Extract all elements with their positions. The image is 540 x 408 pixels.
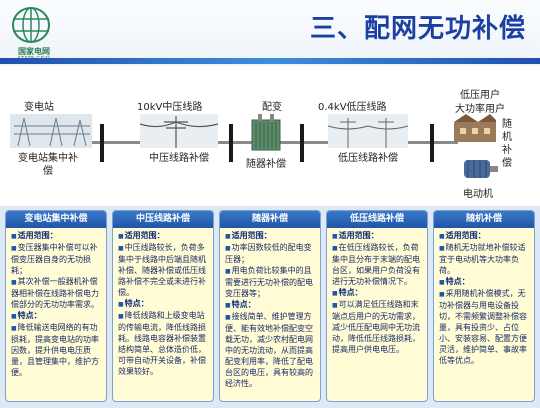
card-mv-line: 中压线路补偿 适用范围： 中压线路较长，负荷多集中于线路中后端且随机补偿、随器补…: [112, 210, 214, 402]
state-grid-logo: [12, 7, 50, 43]
stage-label-mv-line: 10kV中压线路: [137, 102, 203, 113]
card-feature-label: 特点：: [118, 298, 209, 310]
box-random-comp: 随机补偿: [502, 119, 512, 169]
box-lv-line-comp: 低压线路补偿: [338, 153, 398, 164]
line-break-3: [300, 124, 304, 162]
card-scope-item: 变压器集中补偿可以补偿变压器自身的无功损耗；: [11, 242, 102, 276]
card-feature-item: 可以满足低压线路和末端点后用户的无功需求，减少低压配电网中无功流动，降低低压线路…: [332, 299, 423, 355]
card-scope-item: 在低压线路较长，负荷集中且分布于末端的配电台区，如果用户负荷没有进行无功补偿情况…: [332, 242, 423, 287]
card-feature-label: 特点：: [332, 287, 423, 299]
line-break-2: [229, 124, 233, 162]
card-scope-label: 适用范围：: [11, 230, 102, 242]
card-feature-label: 特点：: [225, 299, 316, 311]
motor-icon: [464, 160, 498, 178]
stage-label-large-user: 大功率用户: [455, 104, 505, 115]
lv-line-illustration: [328, 114, 408, 148]
card-title: 中压线路补偿: [113, 211, 213, 228]
box-substation-comp: 变电站集中补偿: [18, 153, 78, 177]
card-title: 随器补偿: [220, 211, 320, 228]
card-title: 随机补偿: [434, 211, 534, 228]
card-title: 低压线路补偿: [327, 211, 427, 228]
card-feature-label: 特点：: [11, 310, 102, 322]
card-substation: 变电站集中补偿 适用范围： 变压器集中补偿可以补偿变压器自身的无功损耗； 其次补…: [5, 210, 107, 402]
card-scope-item: 中压线路较长，负荷多集中于线路中后端且随机补偿、随器补偿或低压线路补偿不完全或未…: [118, 242, 209, 298]
transformer-illustration: [251, 114, 281, 151]
card-transformer: 随器补偿 适用范围： 功率因数较低的配电变压器； 用电负荷比较集中的且需要进行无…: [219, 210, 321, 402]
stage-label-lv-user: 低压用户: [460, 90, 500, 101]
stage-label-substation: 变电站: [24, 102, 54, 113]
box-transformer-comp: 随器补偿: [246, 159, 286, 170]
card-feature-item: 降低线路和上级变电站的传输电流，降低线路损耗。线路电容器补偿装置结构简单、总体造…: [118, 310, 209, 377]
page-title: 三、配网无功补偿: [309, 14, 526, 44]
card-feature-item: 接线简单、维护管理方便、能有效地补偿配变空载无功，减少农村配电网中的无功流动，从…: [225, 311, 316, 389]
mv-line-illustration: [140, 114, 218, 148]
card-feature-item: 降低输送电网络的有功损耗，提高变电站的功率因数，提升供电电压质量，且管理集中，维…: [11, 322, 102, 378]
stage-label-lv-line: 0.4kV低压线路: [318, 102, 387, 113]
card-scope-item: 用电负荷比较集中的且需要进行无功补偿的配电变压器等；: [225, 265, 316, 299]
card-random: 随机补偿 适用范围： 随机无功就地补偿较适宜于电动机等大功率负荷。 特点： 采用…: [433, 210, 535, 402]
card-title: 变电站集中补偿: [6, 211, 106, 228]
box-mv-line-comp: 中压线路补偿: [149, 153, 209, 164]
logo-name: 国家电网: [18, 47, 50, 56]
factory-illustration: [454, 114, 496, 142]
card-scope-item: 其次补偿一般器机补偿器相补偿在线路补偿电力偿部分的无功功率需求。: [11, 276, 102, 310]
card-scope-label: 适用范围：: [439, 230, 530, 242]
card-scope-label: 适用范围：: [118, 230, 209, 242]
title-rule: [0, 58, 540, 64]
stage-label-transformer: 配变: [262, 102, 282, 113]
card-scope-item: 随机无功就地补偿较适宜于电动机等大功率负荷。: [439, 242, 530, 276]
card-feature-label: 特点：: [439, 276, 530, 288]
card-scope-label: 适用范围：: [225, 230, 316, 242]
card-scope-item: 功率因数较低的配电变压器；: [225, 242, 316, 265]
card-feature-item: 采用随机补偿模式，无功补偿器与用电设备投切，不需频繁调整补偿容量，具有投资少、占…: [439, 288, 530, 366]
substation-illustration: [10, 114, 92, 148]
line-break-4: [430, 124, 434, 162]
card-scope-label: 适用范围：: [332, 230, 423, 242]
box-motor: 电动机: [463, 189, 493, 200]
header-bar: 国家电网 STATE GRID 三、配网无功补偿: [0, 0, 540, 66]
line-break-1: [100, 124, 104, 162]
card-lv-line: 低压线路补偿 适用范围： 在低压线路较长，负荷集中且分布于末端的配电台区，如果用…: [326, 210, 428, 402]
